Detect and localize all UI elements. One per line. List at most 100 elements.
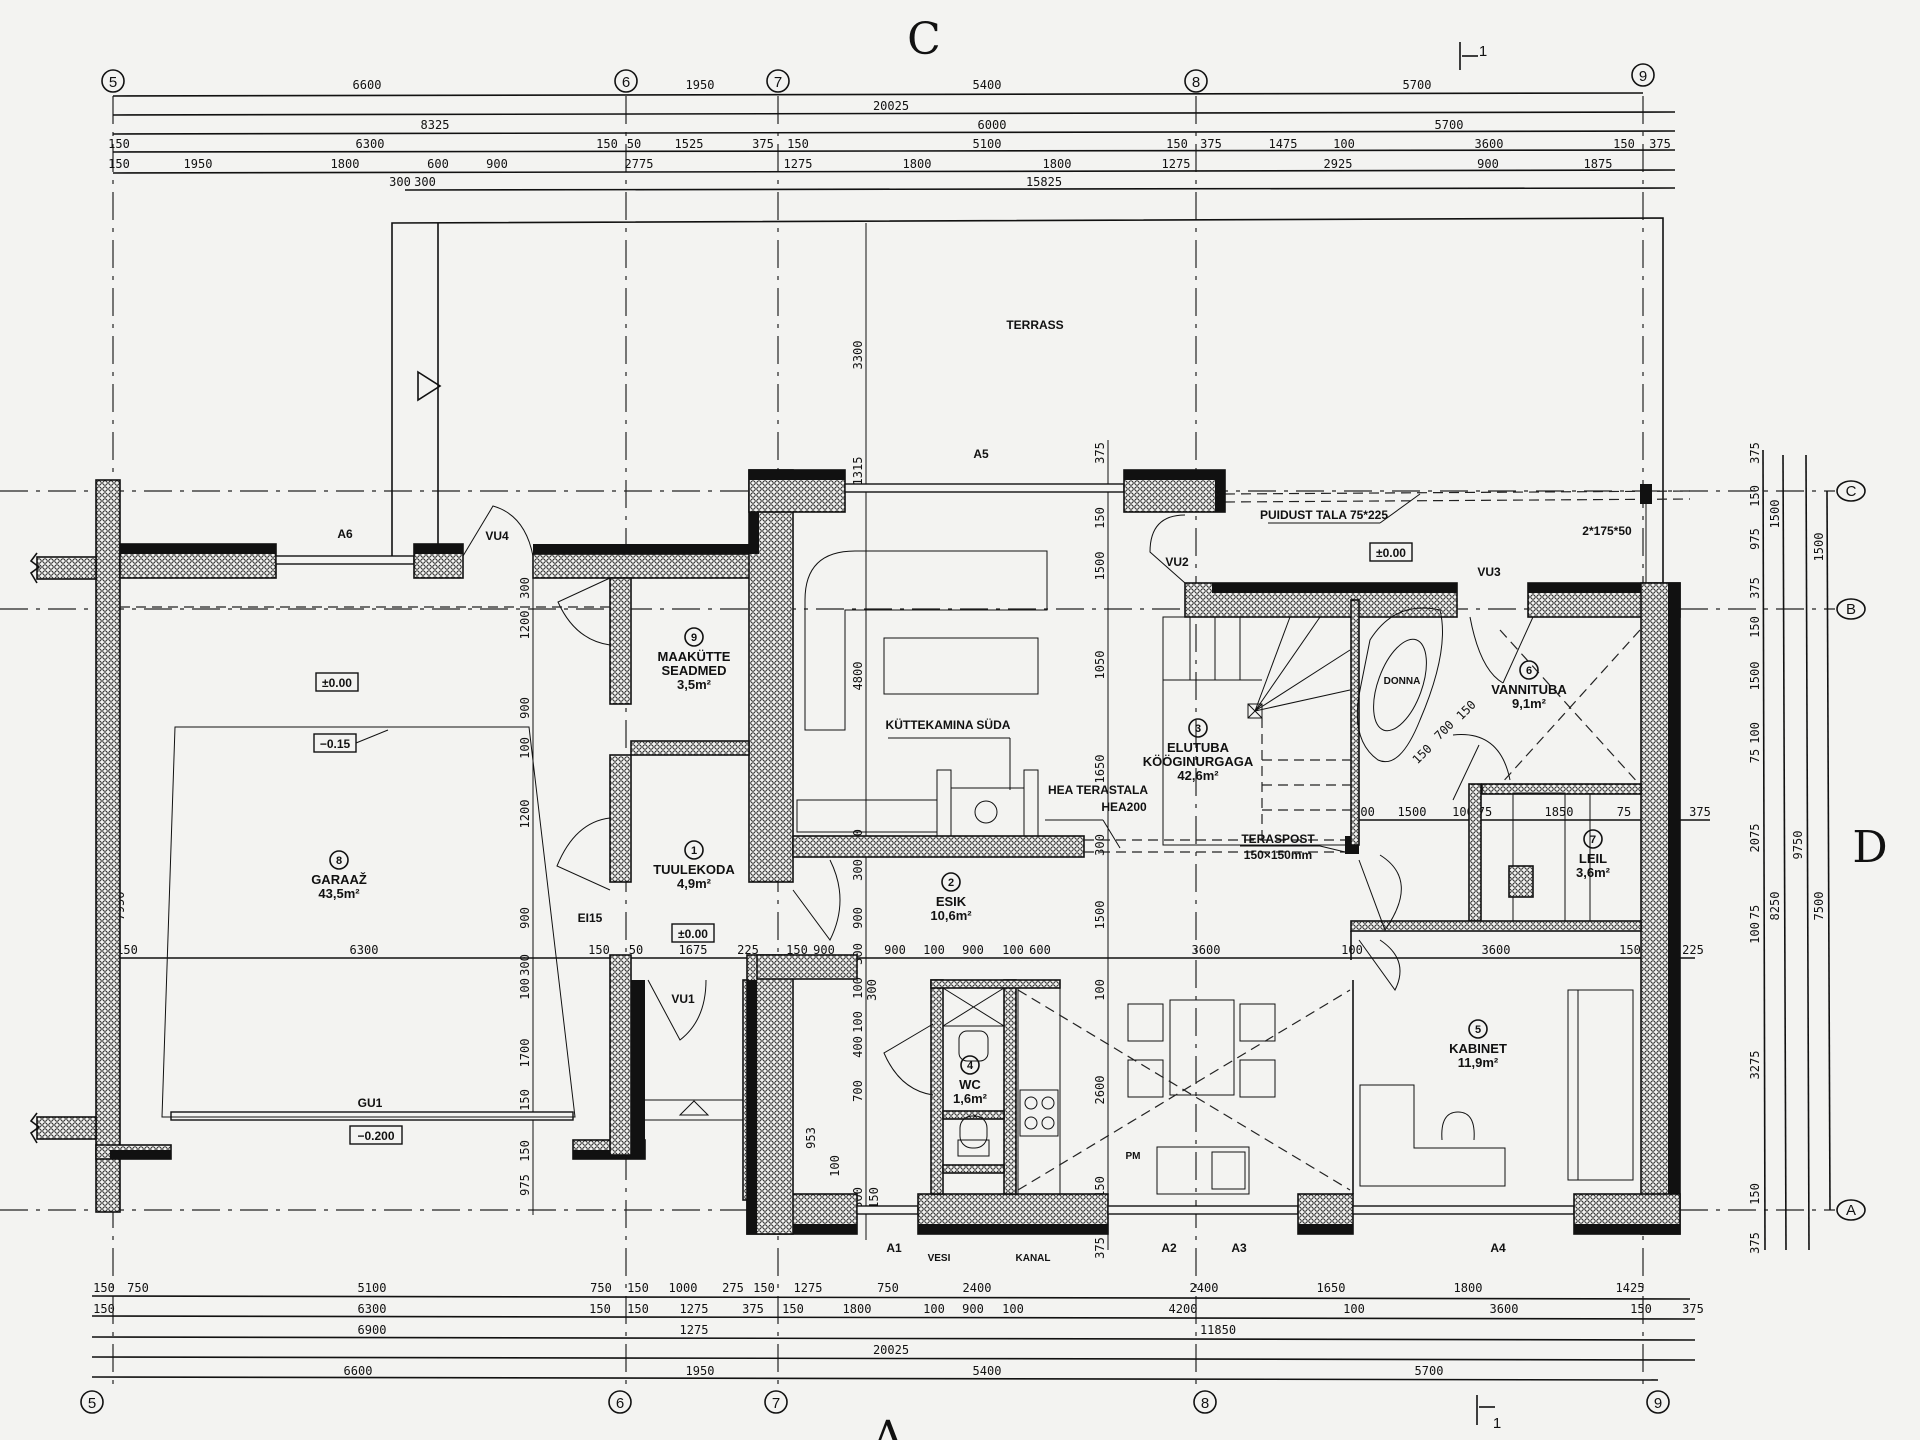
door-esik: [792, 859, 841, 941]
door-maakutte: [557, 577, 611, 646]
living-furniture: [796, 550, 1121, 849]
bathroom-door: [1502, 616, 1534, 684]
dimension-inner_h: 50: [629, 943, 643, 957]
dimension-top: 1525: [675, 137, 704, 151]
dimension-top: 15825: [1026, 175, 1062, 189]
dimension-inner_h: 1675: [679, 943, 708, 957]
dimension-inner_h: 150: [588, 943, 610, 957]
axis-bubble-B: B: [1836, 598, 1866, 620]
dimension-inner_h: 900: [813, 943, 835, 957]
dimension-top: 6300: [356, 137, 385, 151]
room-name: ESIK: [936, 894, 967, 909]
dimension-top: 1275: [1162, 157, 1191, 171]
dimension-bottom: 750: [127, 1281, 149, 1295]
dimension-right: 75: [1748, 905, 1762, 919]
svg-text:B: B: [1846, 601, 1856, 618]
window-a1: [856, 1205, 919, 1215]
dimension-top: 8325: [421, 118, 450, 132]
dishwasher-label: PM: [1126, 1151, 1141, 1162]
cooktop-icon: [1019, 1089, 1059, 1137]
dimension-inner_h: 100: [1341, 943, 1363, 957]
dimension-bottom: 900: [962, 1302, 984, 1316]
axis-bubble-6-top: 6: [614, 69, 638, 93]
svg-text:1: 1: [1493, 1415, 1501, 1432]
dimension-inner_v: 3300: [851, 341, 865, 370]
dimension-inner_v: 1200: [518, 611, 532, 640]
room-area: 4,9m²: [677, 876, 712, 891]
dimension-top: 300: [389, 175, 411, 189]
bathroom-fixtures: [1356, 607, 1641, 922]
dimension-inner_h: 1850: [1545, 805, 1574, 819]
axis-bubble-5-bottom: 5: [80, 1390, 104, 1414]
dimension-bottom: 20025: [873, 1343, 909, 1357]
dimension-right: 1500: [1812, 533, 1826, 562]
dimension-top: 300: [414, 175, 436, 189]
dimension-bottom: 150: [627, 1281, 649, 1295]
room-area: 43,5m²: [318, 886, 360, 901]
opening-a1: A1: [886, 1241, 902, 1255]
room-name: ELUTUBA: [1167, 740, 1230, 755]
svg-text:7: 7: [774, 74, 782, 91]
room-number-badge: [960, 1055, 980, 1075]
opening-a3: A3: [1231, 1241, 1247, 1255]
dimension-bottom: 150: [93, 1281, 115, 1295]
section-mark-top: 1: [1459, 42, 1487, 70]
opening-vu4: VU4: [485, 529, 509, 543]
sheet-letter-right: D: [1852, 822, 1887, 873]
level-garage-door: −0.200: [357, 1129, 394, 1143]
dimension-inner_h: 375: [1689, 805, 1711, 819]
dimension-bottom: 3600: [1490, 1302, 1519, 1316]
dimension-right: 375: [1748, 577, 1762, 599]
room-number-badge: [1519, 660, 1539, 680]
dimension-inner_v: 375: [1093, 1237, 1107, 1259]
dimension-inner_h: 150: [116, 943, 138, 957]
dimension-bottom: 750: [590, 1281, 612, 1295]
axis-bubble-8-bottom: 8: [1193, 1390, 1217, 1414]
room-name-line2: KÖÖGINURGAGA: [1143, 754, 1254, 769]
dimension-inner_v: 300: [518, 954, 532, 976]
room-number-badge: [329, 850, 349, 870]
office-desk: [1359, 1084, 1506, 1187]
dining-table: [1169, 999, 1235, 1096]
dimension-bottom: 150: [627, 1302, 649, 1316]
room-name: KABINET: [1449, 1041, 1507, 1056]
level-garage-slope: −0.15: [320, 737, 351, 751]
room-area: 3,5m²: [677, 677, 712, 692]
dimension-inner_h: 100: [1002, 943, 1024, 957]
dimension-top: 150: [787, 137, 809, 151]
dimension-inner_v: 953: [804, 1127, 818, 1149]
dimension-inner_v: 100: [851, 977, 865, 999]
entrance-steps: [645, 1099, 743, 1121]
dimension-bottom: 100: [1002, 1302, 1024, 1316]
dimension-bottom: 1800: [1454, 1281, 1483, 1295]
dimension-bottom: 1425: [1616, 1281, 1645, 1295]
walls: [29, 469, 1681, 1235]
fireplace-label: KÜTTEKAMINA SÜDA: [886, 717, 1011, 732]
level-markers: ±0.00 −0.15 −0.200 ±0.00 ±0.00: [313, 542, 1413, 1145]
opening-ei15: EI15: [578, 911, 603, 925]
dimension-inner_v: 150: [518, 1140, 532, 1162]
window-a2-a3: [1107, 1205, 1299, 1215]
room-area: 1,6m²: [953, 1091, 988, 1106]
door-kabinet: [1358, 939, 1401, 991]
dimension-bottom: 100: [1343, 1302, 1365, 1316]
dimension-bottom: 5700: [1415, 1364, 1444, 1378]
bathtub-icon: [1356, 607, 1443, 762]
opening-gu1: GU1: [358, 1096, 383, 1110]
room-number-badge: [684, 627, 704, 647]
wc-door-swing: [883, 1023, 934, 1096]
dimension-inner_v: 700: [1432, 718, 1457, 743]
dimension-bottom: 100: [923, 1302, 945, 1316]
dimension-top: 375: [1649, 137, 1671, 151]
window-a6: [275, 555, 415, 565]
dimension-bottom: 1275: [680, 1323, 709, 1337]
beam-label: HEA TERASTALA: [1048, 783, 1148, 797]
dimension-inner_v: 100: [1093, 979, 1107, 1001]
office-sofa: [1567, 989, 1634, 1181]
dimension-inner_v: 300: [865, 979, 879, 1001]
dimension-top: 5700: [1403, 78, 1432, 92]
post-label: TERASPOST: [1241, 832, 1315, 846]
sink-icon: [1156, 1146, 1250, 1195]
